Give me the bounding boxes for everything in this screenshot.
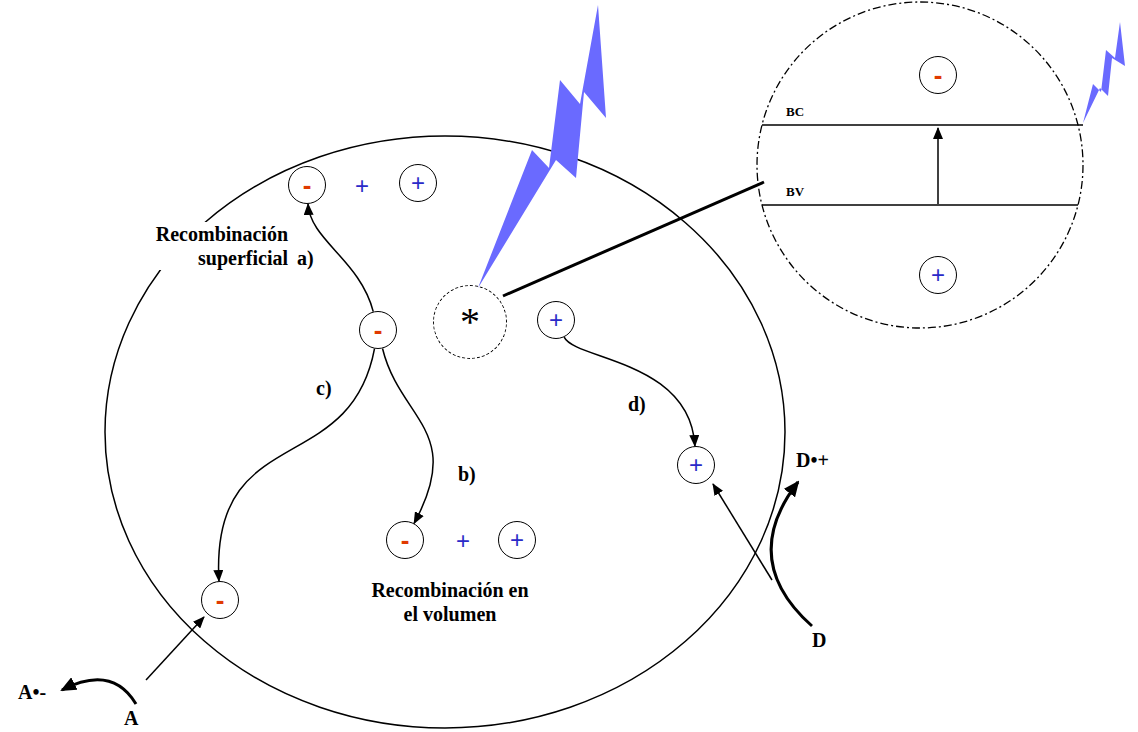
electron-circle: - [201, 581, 239, 619]
electron-charge: - [934, 62, 943, 88]
lightning-bolt-small [1083, 22, 1125, 123]
hole-circle: + [919, 256, 957, 294]
electron-charge: - [303, 172, 312, 198]
electron-charge: - [216, 587, 225, 613]
band-label: BC [786, 104, 804, 120]
electron-circle: - [288, 166, 326, 204]
step-label: c) [316, 376, 332, 400]
hole-transfer-arrow [713, 484, 772, 580]
oxidation-arrow [771, 482, 812, 626]
electron-charge: - [374, 317, 383, 343]
species-label: D [812, 628, 826, 652]
step-label: b) [458, 462, 476, 486]
electron-transfer-arrow [146, 617, 204, 680]
region-label: Recombinación en el volumen [371, 578, 529, 626]
electron-charge: - [401, 527, 410, 553]
electron-circle: - [386, 521, 424, 559]
step-label: a) [297, 246, 314, 270]
species-label: D•+ [796, 448, 829, 472]
transfer-arrow [308, 204, 373, 312]
hole-charge: + [549, 308, 563, 332]
reduction-arrow [62, 680, 136, 704]
band-label: BV [786, 184, 804, 200]
particle-outline [105, 136, 785, 728]
hole-charge: + [931, 263, 945, 287]
hole-circle: + [399, 164, 437, 202]
step-label: d) [628, 392, 646, 416]
transfer-arrow [564, 337, 695, 446]
band-line-bc [762, 124, 1083, 125]
hole-charge: + [510, 528, 524, 552]
transfer-arrow [383, 348, 434, 523]
electron-circle: - [919, 56, 957, 94]
excitation-arrow [937, 128, 939, 204]
band-line-bv [762, 204, 1078, 205]
plus-sign: + [456, 527, 470, 556]
excitation-symbol: * [460, 302, 480, 342]
plus-sign: + [355, 172, 369, 201]
species-label: A•- [18, 680, 46, 704]
zoom-circle [757, 2, 1083, 328]
hole-circle: + [537, 301, 575, 339]
hole-circle: + [498, 521, 536, 559]
hole-charge: + [411, 171, 425, 195]
region-label: Recombinación superficial [138, 222, 288, 270]
hole-charge: + [689, 453, 703, 477]
excitation-circle: * [433, 285, 507, 359]
zoom-leader [503, 182, 764, 296]
species-label: A [124, 706, 138, 730]
electron-circle: - [359, 311, 397, 349]
transfer-arrow [219, 349, 375, 581]
hole-circle: + [677, 446, 715, 484]
lightning-bolt [478, 5, 606, 288]
